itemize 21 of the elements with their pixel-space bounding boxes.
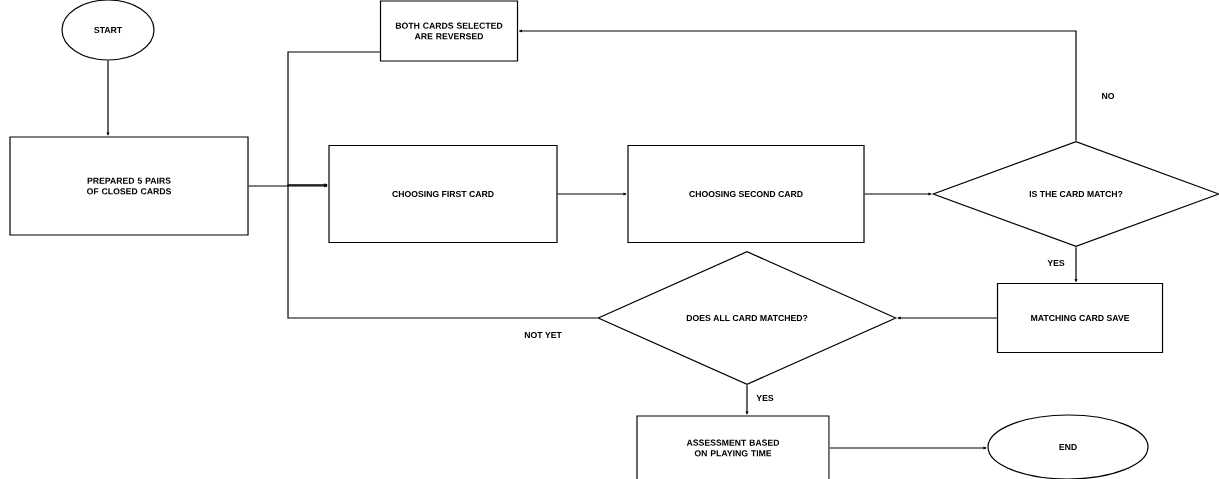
arrow <box>1074 246 1078 283</box>
edge-label: NOT YET <box>522 330 564 340</box>
arrow <box>248 184 328 188</box>
edge-label: NO <box>1100 91 1116 101</box>
process-box: MATCHING CARD SAVE <box>996 282 1164 354</box>
edge-label: YES <box>755 393 775 403</box>
arrow <box>106 60 110 136</box>
arrow <box>557 192 627 196</box>
arrow <box>287 51 381 187</box>
process-box: PREPARED 5 PAIRS OF CLOSED CARDS <box>9 136 249 236</box>
arrow <box>287 183 598 319</box>
process-box: ASSESSMENT BASED ON PLAYING TIME <box>636 415 830 479</box>
edge-label: YES <box>1046 258 1066 268</box>
arrow <box>829 446 987 450</box>
process-box: CHOOSING SECOND CARD <box>627 144 865 244</box>
arrow <box>745 384 749 415</box>
arrow <box>864 192 932 196</box>
process-box: BOTH CARDS SELECTED ARE REVERSED <box>379 0 519 62</box>
process-box: CHOOSING FIRST CARD <box>328 144 558 244</box>
arrow <box>518 29 1077 142</box>
arrow <box>897 316 998 320</box>
